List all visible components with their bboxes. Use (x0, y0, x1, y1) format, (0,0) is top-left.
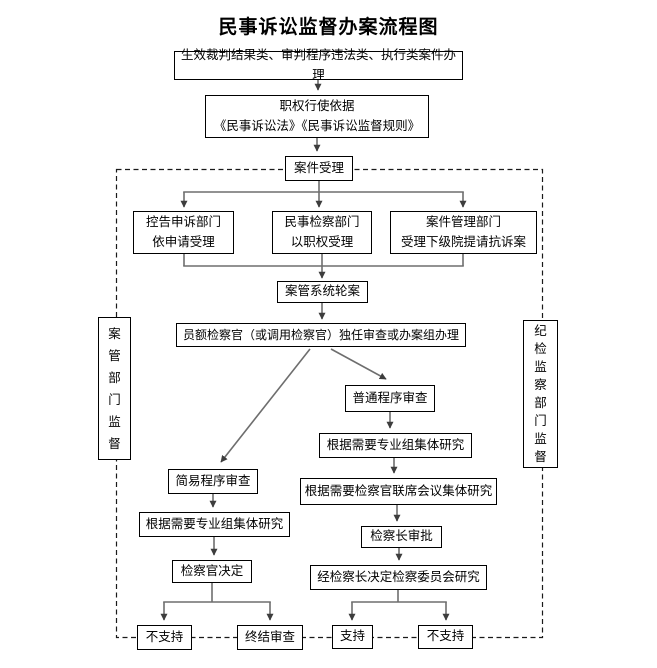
node-civil-prosecution-dept: 民事检察部门 以职权受理 (272, 211, 372, 254)
node-discipline-supervision: 纪检监察部门监督 (523, 320, 558, 468)
node-chief-prosecutor-approval: 检察长审批 (361, 526, 442, 548)
node-case-types: 生效裁判结果类、审判程序违法类、执行类案件办理 (174, 48, 463, 82)
node-not-support-right: 不支持 (418, 625, 473, 649)
node-committee-research: 经检察长决定检察委员会研究 (310, 565, 487, 590)
node-case-mgmt-supervision: 案管部门监督 (98, 317, 131, 460)
node-joint-meeting-research: 根据需要检察官联席会议集体研究 (300, 478, 497, 505)
node-not-support-left: 不支持 (137, 625, 192, 650)
node-system-rotation: 案管系统轮案 (277, 281, 368, 303)
node-case-mgmt-dept: 案件管理部门 受理下级院提请抗诉案 (390, 211, 537, 254)
node-end-review: 终结审查 (237, 625, 303, 650)
node-ordinary-group-research: 根据需要专业组集体研究 (319, 433, 472, 458)
node-support: 支持 (332, 625, 373, 649)
node-prosecutor-handle: 员额检察官（或调用检察官）独任审查或办案组办理 (176, 323, 466, 347)
node-simple-group-research: 根据需要专业组集体研究 (139, 512, 290, 537)
node-ordinary-procedure-review: 普通程序审查 (345, 385, 435, 412)
node-legal-basis: 职权行使依据 《民事诉讼法》《民事诉讼监督规则》 (205, 95, 429, 138)
edge-lines (160, 80, 467, 621)
node-prosecutor-decision: 检察官决定 (172, 560, 252, 583)
node-case-acceptance: 案件受理 (285, 156, 353, 181)
node-complaint-dept: 控告申诉部门 依申请受理 (133, 211, 234, 254)
node-simple-procedure-review: 简易程序审查 (168, 469, 258, 494)
flowchart-title: 民事诉讼监督办案流程图 (218, 17, 439, 38)
